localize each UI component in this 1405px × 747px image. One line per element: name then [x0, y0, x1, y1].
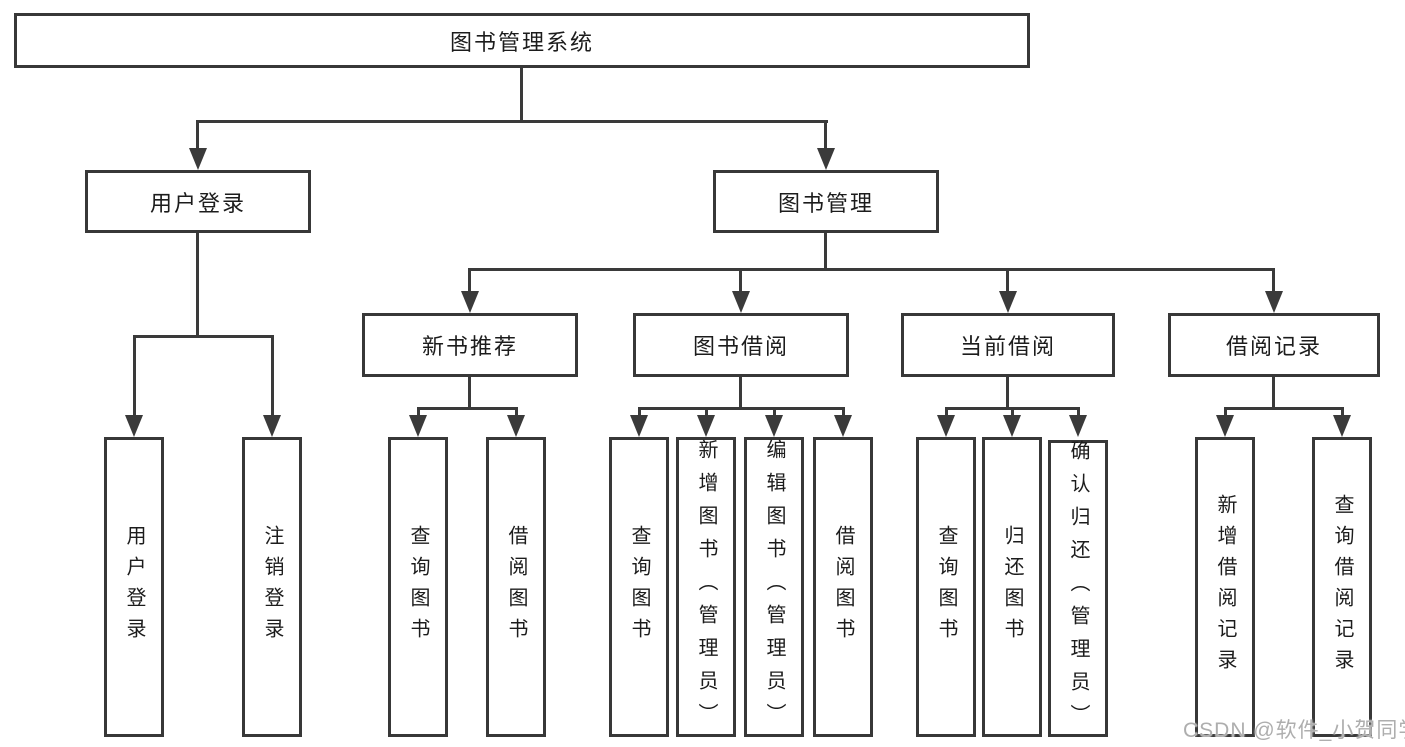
node-label: 图书管理 — [777, 190, 874, 216]
connector-drop — [515, 409, 518, 417]
leaf-user-login: 用户登录 — [104, 437, 164, 737]
arrowhead-down-icon — [1003, 415, 1021, 437]
arrowhead-down-icon — [263, 415, 281, 437]
leaf-return-books: 归还图书 — [982, 437, 1042, 737]
connector-drop — [824, 122, 827, 150]
arrowhead-down-icon — [1216, 415, 1234, 437]
connector-drop — [1224, 409, 1227, 417]
arrowhead-down-icon — [125, 415, 143, 437]
arrowhead-down-icon — [1265, 291, 1283, 313]
connector-drop — [1006, 270, 1009, 291]
connector-drop — [468, 270, 471, 291]
node-new-book-recommend: 新书推荐 — [362, 313, 578, 377]
connector-stem — [739, 377, 742, 407]
connector-stem — [1272, 377, 1275, 407]
csdn-watermark: CSDN @软件_小贺同学 — [1183, 719, 1405, 742]
node-book-management: 图书管理 — [713, 170, 939, 233]
connector-drop — [1341, 409, 1344, 417]
leaf-add-book-admin: 新增图书（管理员） — [676, 437, 736, 737]
connector-drop — [945, 409, 948, 417]
leaf-query-books-1: 查询图书 — [388, 437, 448, 737]
arrowhead-down-icon — [409, 415, 427, 437]
node-label: 用户登录 — [149, 190, 246, 216]
connector-rail — [417, 407, 518, 410]
leaf-label: 查询图书 — [407, 525, 429, 649]
node-label: 新书推荐 — [421, 334, 518, 359]
node-library-management-system: 图书管理系统 — [14, 13, 1030, 68]
leaf-label: 归还图书 — [1001, 525, 1023, 649]
arrowhead-down-icon — [834, 415, 852, 437]
node-label: 图书借阅 — [692, 334, 789, 359]
leaf-label: 查询图书 — [935, 525, 957, 649]
leaf-label: 确认归还（管理员） — [1067, 440, 1089, 737]
connector-drop — [705, 409, 708, 417]
connector-rail — [1224, 407, 1344, 410]
leaf-label: 查询图书 — [628, 525, 650, 649]
connector-userlogin-rail — [133, 335, 274, 338]
arrowhead-down-icon — [999, 291, 1017, 313]
leaf-edit-book-admin: 编辑图书（管理员） — [744, 437, 804, 737]
node-user-login: 用户登录 — [85, 170, 311, 233]
arrowhead-down-icon — [732, 291, 750, 313]
leaf-confirm-return-admin: 确认归还（管理员） — [1048, 440, 1108, 737]
node-borrowing-records: 借阅记录 — [1168, 313, 1380, 377]
node-label: 借阅记录 — [1225, 334, 1322, 359]
leaf-label: 查询借阅记录 — [1331, 494, 1353, 680]
arrowhead-down-icon — [697, 415, 715, 437]
node-label: 图书管理系统 — [449, 29, 594, 55]
connector-drop — [133, 337, 136, 415]
connector-drop — [417, 409, 420, 417]
connector-drop — [739, 270, 742, 291]
connector-drop — [842, 409, 845, 417]
arrowhead-down-icon — [765, 415, 783, 437]
node-label: 当前借阅 — [959, 334, 1056, 359]
connector-rail — [638, 407, 845, 410]
leaf-query-books-2: 查询图书 — [609, 437, 669, 737]
connector-stem — [1006, 377, 1009, 407]
node-book-borrowing: 图书借阅 — [633, 313, 849, 377]
leaf-label: 注销登录 — [261, 525, 283, 649]
connector-drop — [271, 337, 274, 415]
connector-drop — [1011, 409, 1014, 417]
connector-userlogin-stem — [196, 233, 199, 335]
leaf-label: 新增借阅记录 — [1214, 494, 1236, 680]
leaf-label: 借阅图书 — [505, 525, 527, 649]
leaf-logout: 注销登录 — [242, 437, 302, 737]
leaf-borrow-books-1: 借阅图书 — [486, 437, 546, 737]
connector-rail — [945, 407, 1080, 410]
arrowhead-down-icon — [817, 148, 835, 170]
node-current-borrowing: 当前借阅 — [901, 313, 1115, 377]
connector-drop — [638, 409, 641, 417]
arrowhead-down-icon — [630, 415, 648, 437]
connector-drop — [1272, 270, 1275, 291]
arrowhead-down-icon — [507, 415, 525, 437]
arrowhead-down-icon — [1069, 415, 1087, 437]
connector-root-stem — [520, 68, 523, 122]
connector-bookmgmt-stem — [824, 233, 827, 268]
connector-root-rail — [196, 120, 828, 123]
connector-drop — [773, 409, 776, 417]
leaf-label: 借阅图书 — [832, 525, 854, 649]
connector-bookmgmt-rail — [468, 268, 1275, 271]
connector-drop — [1077, 409, 1080, 417]
connector-drop — [196, 122, 199, 150]
connector-stem — [468, 377, 471, 407]
leaf-add-borrow-record: 新增借阅记录 — [1195, 437, 1255, 737]
leaf-borrow-books-2: 借阅图书 — [813, 437, 873, 737]
leaf-label: 新增图书（管理员） — [695, 438, 717, 736]
leaf-query-books-3: 查询图书 — [916, 437, 976, 737]
leaf-label: 用户登录 — [123, 525, 145, 649]
arrowhead-down-icon — [937, 415, 955, 437]
leaf-query-borrow-record: 查询借阅记录 — [1312, 437, 1372, 737]
arrowhead-down-icon — [461, 291, 479, 313]
leaf-label: 编辑图书（管理员） — [763, 438, 785, 736]
arrowhead-down-icon — [1333, 415, 1351, 437]
arrowhead-down-icon — [189, 148, 207, 170]
